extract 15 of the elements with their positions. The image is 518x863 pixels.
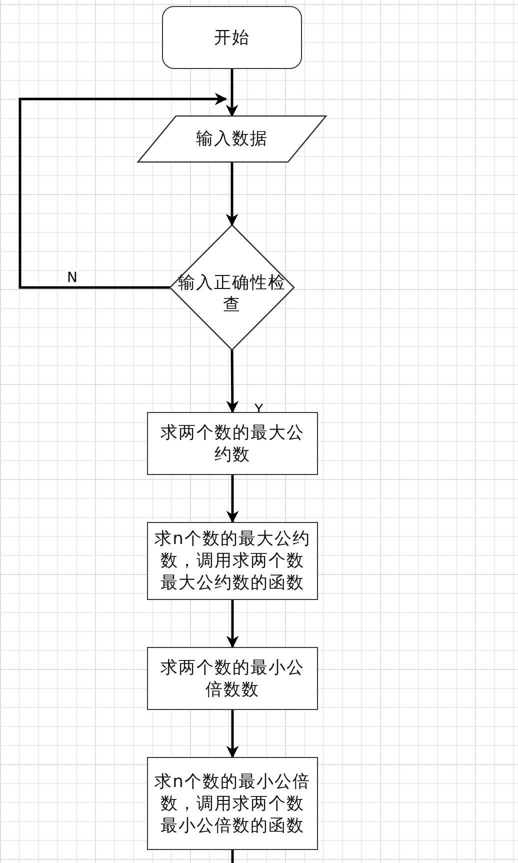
node-text: 输入正确性检查 — [177, 272, 287, 316]
edge-label: N — [66, 270, 78, 286]
decision-diamond — [170, 225, 294, 350]
process-box — [147, 757, 318, 850]
node-text: 求两个数的最小公倍数数 — [160, 656, 306, 700]
node-text: 求两个数的最大公约数 — [160, 422, 306, 466]
process-box — [147, 647, 318, 710]
node-text: 求n个数的最小公倍数，调用求两个数最小公倍数的函数 — [154, 770, 311, 836]
process-box — [147, 412, 318, 475]
node-text: 求n个数的最大公约数，调用求两个数最大公约数的函数 — [154, 528, 311, 594]
input-parallelogram — [138, 116, 326, 162]
node-text: 输入数据 — [196, 128, 268, 150]
process-box — [147, 522, 318, 600]
node-text: 开始 — [214, 26, 250, 48]
start-terminal — [162, 6, 302, 69]
